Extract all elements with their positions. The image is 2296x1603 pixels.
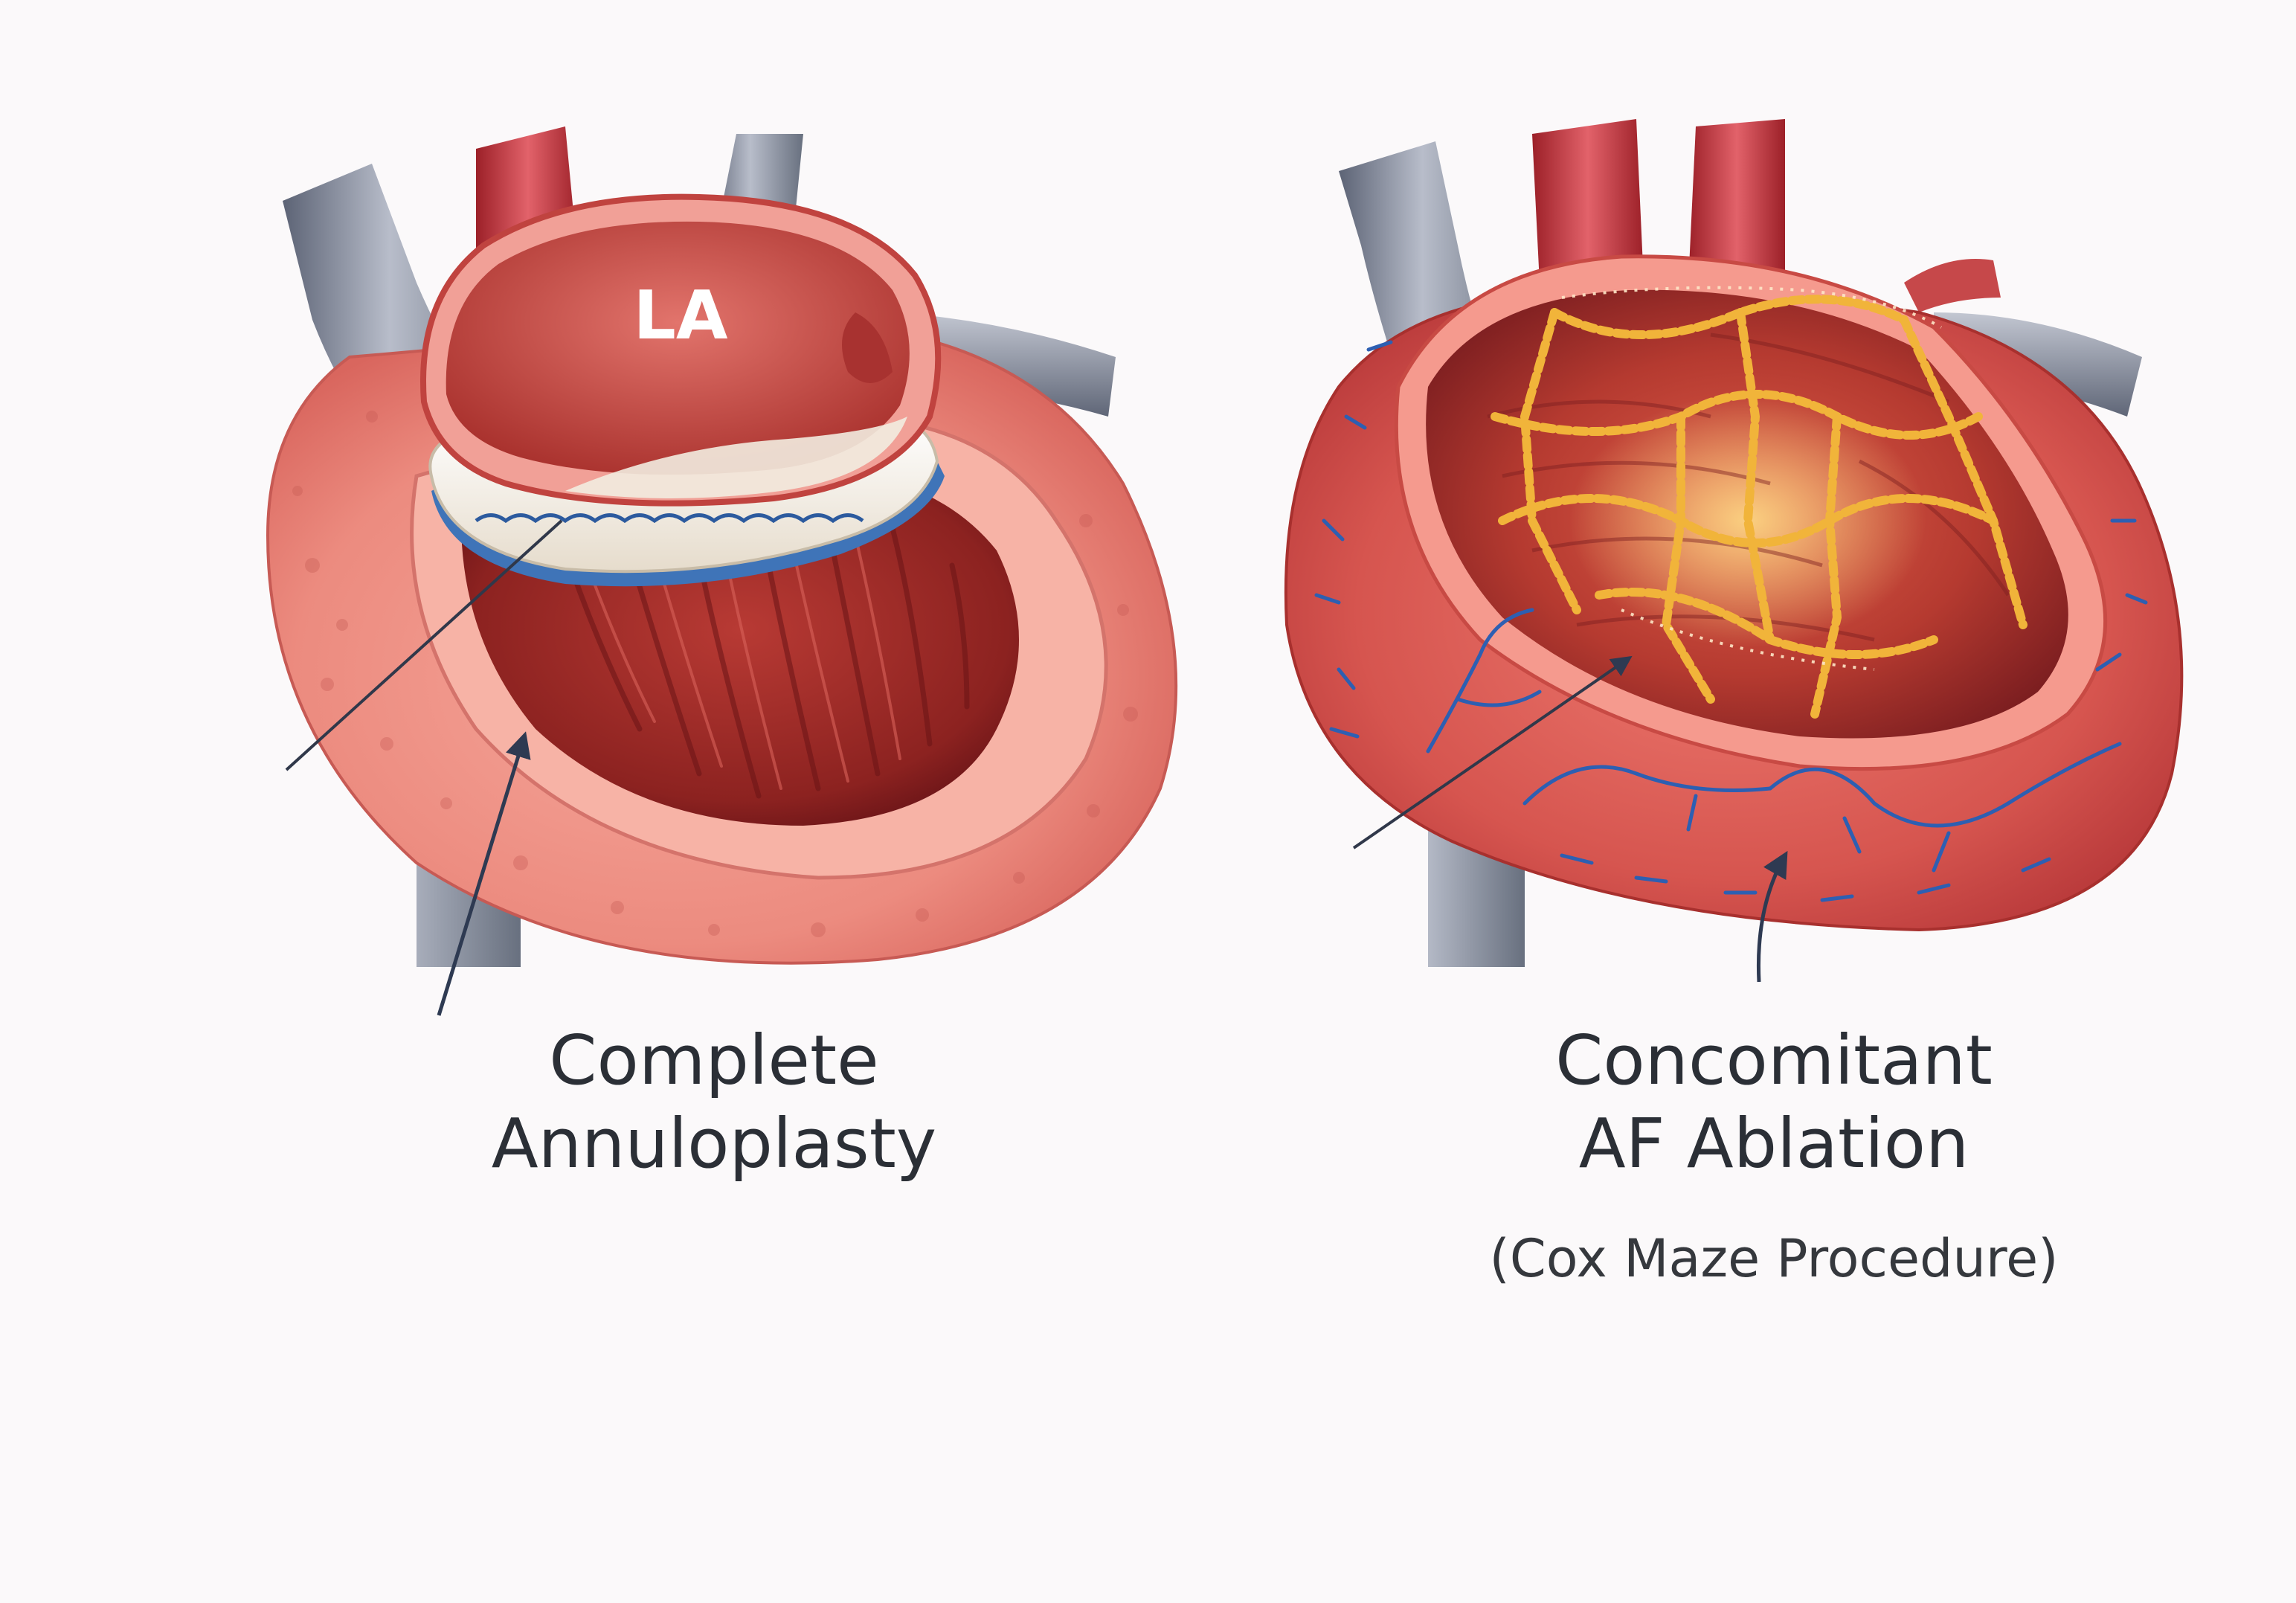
atrial-vein-opening [842, 312, 893, 383]
annuloplasty-leader-line [285, 519, 563, 771]
mitral-leaflet [565, 417, 907, 498]
annuloplasty-caption-line2: Annuloplasty [491, 1104, 937, 1184]
annuloplasty-caption-line1: Complete [549, 1021, 879, 1100]
pulmonary-vein-vessel [893, 312, 1116, 417]
cox-maze-subcaption: (Cox Maze Procedure) [1489, 1228, 2059, 1289]
annuloplasty-caption: Complete Annuloplasty [327, 1019, 1101, 1186]
aorta-right-vessel [1532, 119, 1644, 283]
annuloplasty-caption-arrow [437, 731, 531, 1016]
heart-maze-ablation-illustration [1284, 119, 2184, 983]
af-ablation-caption: Concomitant AF Ablation [1383, 1019, 2164, 1186]
small-artery-stub [1904, 259, 2001, 312]
annuloplasty-sutures [475, 513, 864, 524]
ablation-caption-arrow [1756, 850, 1788, 983]
af-ablation-caption-line1: Concomitant [1555, 1021, 1993, 1100]
pulmonary-artery-right-vessel [1688, 119, 1785, 283]
epicardial-vessels [1314, 340, 2148, 902]
myocardium-texture [292, 411, 1138, 937]
heart-annuloplasty-illustration: LA [266, 126, 1178, 1016]
ablation-dots [1561, 286, 1942, 671]
af-ablation-caption-line2: AF Ablation [1578, 1104, 1969, 1184]
la-chamber-label: LA [633, 277, 727, 355]
left-atrium-cavity [446, 221, 910, 475]
ablation-leader-line [1352, 655, 1633, 849]
cox-maze-ablation-lines [1491, 295, 2028, 719]
